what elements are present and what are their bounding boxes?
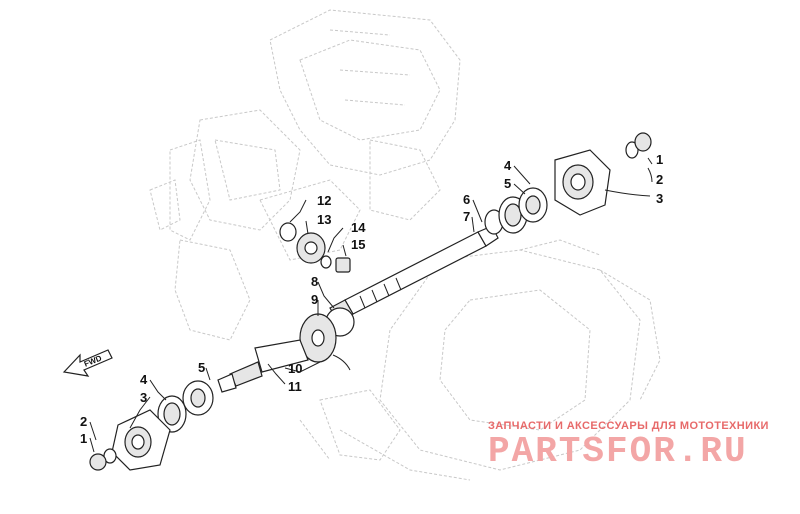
watermark-caption: ЗАПЧАСТИ И АКСЕССУАРЫ ДЛЯ МОТОТЕХНИКИ xyxy=(488,420,769,432)
fwd-arrow-icon: FWD xyxy=(62,349,113,377)
watermark-logo: PARTSFOR.RU xyxy=(488,431,748,472)
callout-7: 7 xyxy=(463,209,470,224)
callout-2-right: 2 xyxy=(656,172,663,187)
callout-1-left: 1 xyxy=(80,431,87,446)
left-bearing-group xyxy=(89,380,214,471)
callout-6: 6 xyxy=(463,192,470,207)
callout-9: 9 xyxy=(311,292,318,307)
callout-3-right: 3 xyxy=(656,191,663,206)
callout-5-right: 5 xyxy=(504,176,511,191)
callout-4-left: 4 xyxy=(140,372,148,387)
callout-12: 12 xyxy=(317,193,331,208)
callout-labels: 1 2 3 4 5 6 7 12 13 14 15 8 9 10 11 5 4 … xyxy=(80,152,663,446)
callout-13: 13 xyxy=(317,212,331,227)
gear-group xyxy=(279,222,355,371)
callout-5-left: 5 xyxy=(198,360,205,375)
callout-8: 8 xyxy=(311,274,318,289)
engine-background xyxy=(149,9,661,481)
callout-3-left: 3 xyxy=(140,390,147,405)
callout-1-right: 1 xyxy=(656,152,663,167)
right-bearing-group xyxy=(484,132,652,235)
callout-11: 11 xyxy=(288,379,302,394)
leader-lines xyxy=(89,157,653,453)
callout-14: 14 xyxy=(351,220,366,235)
callout-2-left: 2 xyxy=(80,414,87,429)
callout-4-right: 4 xyxy=(504,158,512,173)
callout-10: 10 xyxy=(288,361,302,376)
callout-15: 15 xyxy=(351,237,365,252)
